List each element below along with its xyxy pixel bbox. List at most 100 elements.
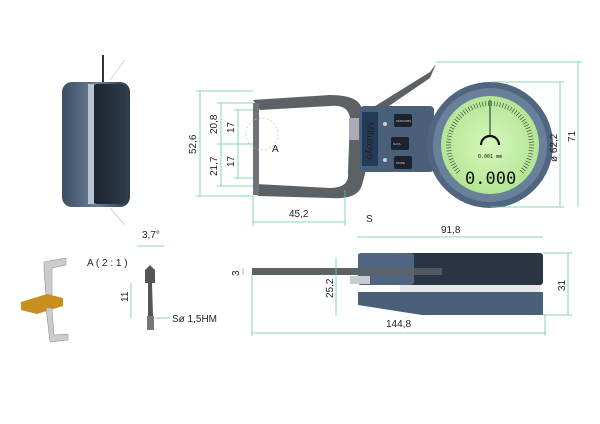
dial-tick xyxy=(524,163,529,166)
detail-circle xyxy=(245,117,279,151)
dial-scale xyxy=(446,101,534,174)
dial-tick xyxy=(451,124,456,127)
button-label: ZERO/ABS xyxy=(396,119,411,123)
dial-tick xyxy=(460,112,465,117)
data-button[interactable] xyxy=(391,137,409,150)
button-label: DATA xyxy=(393,142,401,146)
dial-tick xyxy=(447,155,453,158)
zero-abs-button[interactable] xyxy=(394,114,412,127)
mode-button[interactable] xyxy=(394,156,412,169)
dial-tick xyxy=(522,121,528,125)
dial-tick xyxy=(513,110,518,115)
dial-tick xyxy=(476,103,479,109)
dial-tick xyxy=(526,129,532,132)
dial-tick xyxy=(509,106,513,112)
dial-tick xyxy=(517,114,522,119)
dial-tick xyxy=(451,163,456,166)
digital-readout: 0.000 xyxy=(465,169,516,189)
section-label: S xyxy=(366,214,373,225)
dial-tick xyxy=(465,108,469,113)
usage-illustration xyxy=(21,257,69,343)
dial-tick xyxy=(449,126,455,130)
detail-label: A xyxy=(272,144,279,155)
button-label: MODE xyxy=(396,161,405,165)
dial-tick xyxy=(511,108,515,113)
dial-tick xyxy=(470,105,474,111)
dial-tick xyxy=(527,155,533,158)
dial-tick xyxy=(525,160,531,164)
dial-tick xyxy=(499,102,501,108)
dial-tick xyxy=(452,121,458,125)
probe-tip xyxy=(145,265,155,316)
dim-upper-jaw: 20,8 xyxy=(209,114,220,134)
dial-tick xyxy=(521,118,526,123)
dim-jaw-thickness: 3 xyxy=(231,270,242,276)
front-dimensions: 52,6 20,8 21,7 17 17 45,2 S 91,8 ø 62,2 … xyxy=(188,61,582,238)
dial-tick xyxy=(448,129,454,132)
dial-tick xyxy=(454,118,459,123)
dim-body-length: 91,8 xyxy=(441,225,461,236)
dial-tick xyxy=(449,160,455,164)
dial-tick xyxy=(454,167,459,172)
dial-tick xyxy=(456,116,461,121)
dial-tick xyxy=(528,135,534,138)
dial-tick xyxy=(501,103,504,109)
dim-body-thickness: 31 xyxy=(557,279,568,291)
detail-title: A ( 2 : 1 ) xyxy=(87,258,128,269)
resolution-text: 0.001 mm xyxy=(478,154,502,160)
dial-tick xyxy=(528,150,534,152)
dial-tick xyxy=(456,169,461,174)
caliper-front-view: A Mitutoyo ZERO/ABS DATA MODE 0.001 mm 0… xyxy=(245,64,553,208)
lcd-display xyxy=(441,96,539,194)
detail-view-a: A ( 2 : 1 ) 3,7° 11 Sø 1,5HM xyxy=(87,230,217,330)
dim-jaw-depth: 45,2 xyxy=(289,209,309,220)
dial-tick xyxy=(452,165,458,169)
dial-tick xyxy=(528,152,534,155)
dim-dial-diameter: ø 62,2 xyxy=(549,133,560,162)
dial-tick xyxy=(446,150,452,152)
dial-tick xyxy=(482,101,484,107)
workpiece-block xyxy=(21,294,63,314)
dim-tip-angle: 3,7° xyxy=(142,230,160,241)
side-body-lower xyxy=(358,292,543,315)
dial-tick xyxy=(446,138,452,140)
dial-tick xyxy=(473,104,476,109)
dial-tick xyxy=(479,102,481,108)
dial-tick xyxy=(528,138,534,140)
dial-tick xyxy=(447,132,453,135)
dial-tick xyxy=(485,101,487,107)
dial-tick xyxy=(526,158,532,161)
dim-tip-length: 11 xyxy=(120,291,131,302)
dim-overall-height: 52,6 xyxy=(188,134,199,154)
dial-tick xyxy=(467,106,471,112)
dial-tick xyxy=(506,105,510,111)
dial-tick xyxy=(493,101,495,107)
dim-total-length: 144,8 xyxy=(386,319,411,330)
dim-lower-tip: 17 xyxy=(226,155,237,167)
dial-tick xyxy=(446,135,452,138)
dial-tick xyxy=(448,158,454,161)
dial-tick xyxy=(524,124,529,127)
dial-tick xyxy=(527,132,533,135)
dial-tick xyxy=(446,152,452,155)
dial-tick xyxy=(504,104,507,109)
dial-tick xyxy=(525,126,531,130)
side-view-left xyxy=(62,55,130,226)
dim-upper-tip: 17 xyxy=(226,121,237,133)
dim-lower-jaw: 21,7 xyxy=(209,156,220,176)
dial-tick xyxy=(496,101,498,107)
dial-tick xyxy=(458,114,463,119)
dial-tick xyxy=(521,167,526,172)
dial-tick xyxy=(519,116,524,121)
dial-tick xyxy=(522,165,528,169)
caliper-arms xyxy=(253,64,436,199)
dim-gap: 25,2 xyxy=(325,278,336,298)
dim-tip-spec: Sø 1,5HM xyxy=(172,314,217,325)
dim-total-height: 71 xyxy=(567,130,578,142)
buttons: ZERO/ABS DATA MODE xyxy=(383,114,412,169)
dial-tick xyxy=(462,110,467,115)
brand-logo: Mitutoyo xyxy=(364,122,375,160)
side-view-bottom: 3 25,2 31 144,8 xyxy=(231,252,572,336)
